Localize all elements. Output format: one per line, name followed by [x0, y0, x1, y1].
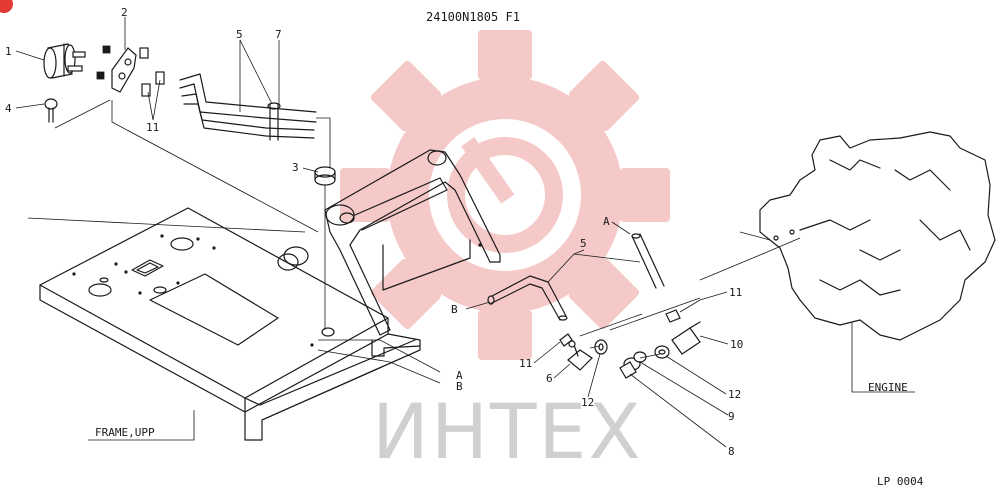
- upper-frame: [39, 207, 421, 441]
- callout-6: 6: [546, 372, 553, 385]
- leader-line: [111, 118, 319, 233]
- callout-11-left: 11: [519, 357, 532, 370]
- fitting-parts: [559, 299, 701, 379]
- engine-label: ENGINE: [868, 381, 908, 394]
- callout-10: 10: [730, 338, 743, 351]
- callout-leader-6: [553, 363, 571, 379]
- callout-1: 1: [5, 45, 12, 58]
- leader-line-a: [318, 339, 441, 373]
- callout-leader-a-hose: [611, 221, 631, 235]
- callout-leader-b-hose: [465, 301, 491, 310]
- callout-leader-11-top: [147, 79, 161, 121]
- ref-a-frame: A: [456, 369, 463, 382]
- frame-label-leader: [88, 410, 195, 441]
- watermark-gear-icon: [340, 30, 670, 360]
- callout-leader-11-right: [699, 291, 728, 301]
- mounting-bracket: [324, 149, 501, 336]
- callout-3: 3: [292, 161, 299, 174]
- callout-9: 9: [728, 410, 735, 423]
- callout-2: 2: [121, 6, 128, 19]
- ref-b-hose: B: [451, 303, 458, 316]
- callout-8: 8: [728, 445, 735, 458]
- callout-leader-5-mid: [573, 249, 585, 255]
- callout-leader-10: [699, 335, 729, 345]
- callout-4: 4: [5, 102, 12, 115]
- callout-5-mid: 5: [580, 237, 587, 250]
- callout-leader-12-right: [665, 355, 727, 395]
- callout-11-right: 11: [729, 286, 742, 299]
- engine-outline: [609, 131, 996, 393]
- callout-leader-11-left: [533, 341, 561, 364]
- corner-badge-icon: [0, 0, 13, 13]
- callout-11-top: 11: [146, 121, 159, 134]
- callout-5-top: 5: [236, 28, 243, 41]
- leader-line-b: [317, 349, 441, 384]
- sheet-id: LP 0004: [877, 475, 924, 488]
- pump-mount-group: [43, 43, 165, 129]
- hose-assembly-lower: [487, 233, 665, 321]
- ref-b-frame: B: [456, 380, 463, 393]
- callout-12-right: 12: [728, 388, 741, 401]
- watermark-text: ИНТЕХ: [372, 387, 643, 476]
- callout-leader-9: [639, 361, 729, 416]
- callout-leader-4: [15, 103, 45, 109]
- callout-7: 7: [275, 28, 282, 41]
- grommet-part: [314, 166, 336, 337]
- callout-leader-8: [629, 373, 727, 448]
- callout-leader-1: [15, 50, 45, 61]
- callout-leader-3: [302, 167, 319, 173]
- callout-12-left: 12: [581, 396, 594, 409]
- part-code-title: 24100N1805 F1: [426, 10, 520, 24]
- frame-label: FRAME,UPP: [95, 426, 155, 439]
- callout-leader-5-top: [239, 39, 273, 112]
- leader-line: [27, 217, 306, 233]
- hose-assembly-upper: [179, 73, 331, 175]
- callout-leader-12-left: [587, 353, 601, 398]
- ref-a-hose: A: [603, 215, 610, 228]
